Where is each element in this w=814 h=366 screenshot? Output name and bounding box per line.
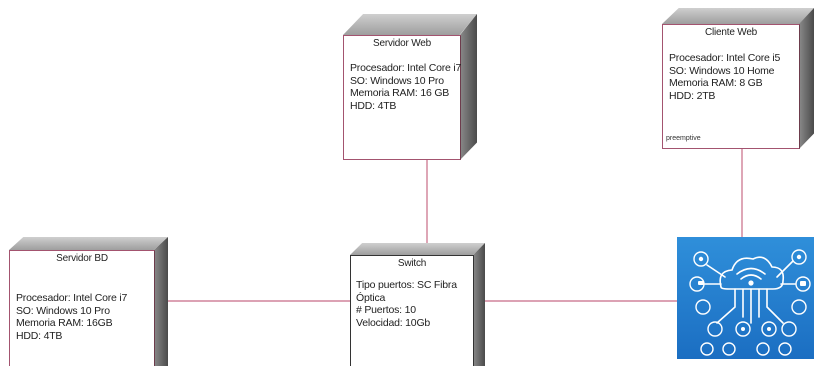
node-properties: Tipo puertos: SC Fibra Óptica # Puertos:… (356, 279, 457, 329)
prop-hdd: HDD: 4TB (16, 330, 127, 343)
prop-so: SO: Windows 10 Home (669, 65, 780, 78)
cloud-network-icon (677, 237, 814, 359)
prop-memoria: Memoria RAM: 16 GB (350, 87, 461, 100)
prop-num-puertos: # Puertos: 10 (356, 304, 457, 317)
node-switch[interactable]: Switch Tipo puertos: SC Fibra Óptica # P… (350, 243, 485, 366)
prop-tipo-puertos-cont: Óptica (356, 292, 457, 305)
node-stereotype: preemptive (666, 135, 701, 142)
prop-memoria: Memoria RAM: 16GB (16, 317, 127, 330)
cloud-network-graphic (677, 237, 814, 359)
node-front-face: Servidor BD Procesador: Intel Core i7 SO… (9, 250, 155, 366)
prop-procesador: Procesador: Intel Core i7 (350, 62, 461, 75)
node-properties: Procesador: Intel Core i7 SO: Windows 10… (16, 292, 127, 342)
prop-hdd: HDD: 2TB (669, 90, 780, 103)
node-title: Servidor Web (344, 38, 460, 49)
node-title: Cliente Web (663, 27, 799, 38)
node-title: Switch (351, 258, 473, 269)
node-front-face: Switch Tipo puertos: SC Fibra Óptica # P… (350, 255, 474, 366)
prop-so: SO: Windows 10 Pro (350, 75, 461, 88)
node-side-face (799, 8, 814, 149)
node-front-face: Cliente Web Procesador: Intel Core i5 SO… (662, 24, 800, 149)
node-servidor-web[interactable]: Servidor Web Procesador: Intel Core i7 S… (343, 14, 477, 160)
node-properties: Procesador: Intel Core i5 SO: Windows 10… (669, 52, 780, 102)
node-top-face (350, 243, 485, 255)
node-cliente-web[interactable]: Cliente Web Procesador: Intel Core i5 SO… (662, 8, 814, 149)
prop-procesador: Procesador: Intel Core i7 (16, 292, 127, 305)
prop-procesador: Procesador: Intel Core i5 (669, 52, 780, 65)
prop-memoria: Memoria RAM: 8 GB (669, 77, 780, 90)
node-side-face (460, 14, 477, 160)
node-front-face: Servidor Web Procesador: Intel Core i7 S… (343, 35, 461, 160)
node-servidor-bd[interactable]: Servidor BD Procesador: Intel Core i7 SO… (9, 237, 168, 366)
prop-tipo-puertos: Tipo puertos: SC Fibra (356, 279, 457, 292)
prop-hdd: HDD: 4TB (350, 100, 461, 113)
node-side-face (154, 237, 168, 366)
node-title: Servidor BD (10, 253, 154, 264)
node-properties: Procesador: Intel Core i7 SO: Windows 10… (350, 62, 461, 112)
node-side-face (473, 243, 485, 366)
node-top-face (343, 14, 477, 35)
node-top-face (9, 237, 168, 250)
node-top-face (662, 8, 814, 24)
prop-velocidad: Velocidad: 10Gb (356, 317, 457, 330)
prop-so: SO: Windows 10 Pro (16, 305, 127, 318)
